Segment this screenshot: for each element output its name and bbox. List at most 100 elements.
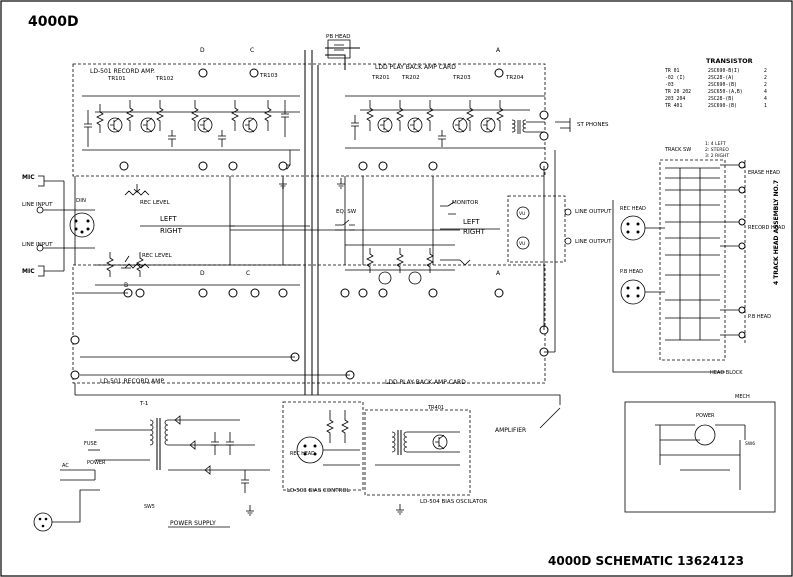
- transistor-table-title: TRANSISTOR: [706, 57, 753, 65]
- mech-section: MECH POWER SW6: [624, 394, 776, 513]
- rec-head-bias-label: REC HEAD: [290, 451, 315, 457]
- mic-bottom-label: MIC: [22, 268, 35, 275]
- tr204-label: TR204: [505, 75, 524, 81]
- tr203-label: TR203: [452, 75, 471, 81]
- fuse-label: FUSE: [84, 441, 97, 447]
- ground-symbols: [246, 178, 404, 516]
- terminal-d-bottom: D: [200, 270, 205, 277]
- pb-board-bottom-label: LDD PLAY BACK AMP CARD: [385, 379, 466, 386]
- vu-left-label: VU: [519, 211, 525, 217]
- terminals-bottom: [70, 288, 549, 380]
- bias-osc-outline: [364, 409, 471, 496]
- amplifier-pointer: [539, 407, 561, 429]
- eq-sw-label: EQ. SW: [336, 209, 357, 215]
- input-wiring: [63, 181, 95, 271]
- transistor-row-1-name: TR 01: [665, 68, 680, 74]
- interconnect-wiring: [74, 47, 561, 405]
- transistor-row-3-name: -03: [665, 82, 674, 88]
- tr103-label: TR103: [259, 73, 278, 79]
- terminal-b-bottom: B: [124, 282, 128, 289]
- sheet-title: 4000D: [28, 14, 79, 30]
- mic-top-label: MIC: [22, 174, 35, 181]
- sheet-footer: 4000D SCHEMATIC 13624123: [548, 554, 744, 568]
- mech-power-switch: [694, 424, 716, 446]
- tr202-label: TR202: [401, 75, 420, 81]
- st-phones-label: ST PHONES: [577, 122, 609, 128]
- transistor-row-5-name: 203 204: [665, 96, 685, 102]
- bias-control-outline: [282, 401, 364, 491]
- terminals-top: [119, 68, 549, 171]
- channel-divider: [140, 225, 500, 230]
- playback-amp-top-circuit: [345, 95, 545, 149]
- transistor-row-2-name: -02 (I): [665, 75, 685, 81]
- vu-right-label: VU: [519, 241, 525, 247]
- transistor-row-5-count: 4: [764, 96, 767, 102]
- board-outline-top: [72, 63, 546, 177]
- record-head-label: RECORD HEAD: [748, 225, 785, 231]
- tr102-label: TR102: [155, 76, 174, 82]
- track-sw-option-2: 2: STEREO: [705, 147, 729, 153]
- line-input-bottom-label: LINE INPUT: [22, 242, 53, 248]
- transistor-row-6-type: 2SC690-(B): [708, 103, 737, 109]
- transistor-row-4-name: TR 20 202: [665, 89, 691, 95]
- terminal-a-top: A: [496, 47, 501, 54]
- transistor-row-4-type: 2SC650-(A,B): [708, 89, 743, 95]
- terminal-c-top: C: [250, 47, 254, 54]
- head-assembly-label: 4 TRACK HEAD ASSEMBLY NO.7: [773, 180, 780, 285]
- power-connector: [33, 512, 53, 532]
- tr401-label: TR401: [427, 405, 444, 411]
- track-sw-option-1: 1: 4 LEFT: [705, 141, 726, 147]
- monitor-label: MONITOR: [452, 200, 478, 206]
- vu-meter-right: [516, 236, 530, 250]
- t1-label: T-1: [139, 401, 148, 407]
- rec-level-pot-bottom: [124, 263, 150, 269]
- mech-power-label: POWER: [696, 413, 715, 419]
- pb-head-connector: [620, 279, 646, 305]
- transistor-row-1-type: 2SC690-B(I): [708, 68, 740, 74]
- track-sw-label: TRACK SW: [664, 147, 691, 153]
- transistor-row-2-count: 2: [764, 75, 767, 81]
- terminal-d-top: D: [200, 47, 205, 54]
- rec-head-connector: [620, 215, 646, 241]
- osc-coil-2: [403, 431, 408, 453]
- line-output-jack-bottom: [564, 237, 572, 245]
- pb-head-right-label: P.B HEAD: [748, 314, 771, 320]
- record-amp-top-circuit: [82, 95, 300, 170]
- osc-coil-1: [391, 431, 396, 453]
- right-label-pb: RIGHT: [463, 228, 486, 236]
- line-input-jack-top: [36, 206, 65, 214]
- ac-line: [60, 469, 96, 481]
- mech-sw6-label: SW6: [745, 441, 755, 447]
- tr101-label: TR101: [107, 76, 126, 82]
- vu-meter-left: [516, 206, 530, 220]
- board-outline-bottom: [72, 264, 546, 384]
- rec-level-top-label: REC LEVEL: [140, 200, 171, 206]
- track-sw-option-3: 3: 2 RIGHT: [705, 153, 729, 159]
- right-label-rec: RIGHT: [160, 227, 183, 235]
- st-phones-jack: [555, 118, 571, 132]
- power-supply-label: POWER SUPPLY: [170, 520, 216, 527]
- rec-level-pot-top: [124, 184, 150, 196]
- line-output-bottom-label: LINE OUTPUT: [575, 239, 612, 245]
- din-label: DIN: [76, 198, 86, 204]
- track-switch-outline: [659, 159, 726, 361]
- transistor-row-6-name: TR 401: [665, 103, 682, 109]
- mic-jack-bottom: [38, 265, 64, 277]
- mech-outline: [624, 401, 776, 513]
- ac-label: AC: [62, 463, 69, 469]
- rec-board-top-label: LD-501 RECORD AMP.: [90, 68, 155, 75]
- terminal-c-bottom: C: [246, 270, 250, 277]
- transistor-row-6-count: 1: [764, 103, 767, 109]
- bias-osc-label: LD-504 BIAS OSCILATOR: [420, 499, 487, 505]
- line-output-jack-top: [564, 208, 572, 216]
- monitor-switch: [440, 201, 456, 215]
- rec-head-block-label: REC HEAD: [620, 206, 646, 212]
- head-block-wire: [612, 200, 725, 373]
- transformer-secondary: [164, 419, 169, 446]
- transistor-row-2-type: 2SC28-(A): [708, 75, 734, 81]
- terminal-a-bottom: A: [496, 270, 501, 277]
- line-input-top-label: LINE INPUT: [22, 202, 53, 208]
- line-input-jack-bottom: [36, 244, 65, 252]
